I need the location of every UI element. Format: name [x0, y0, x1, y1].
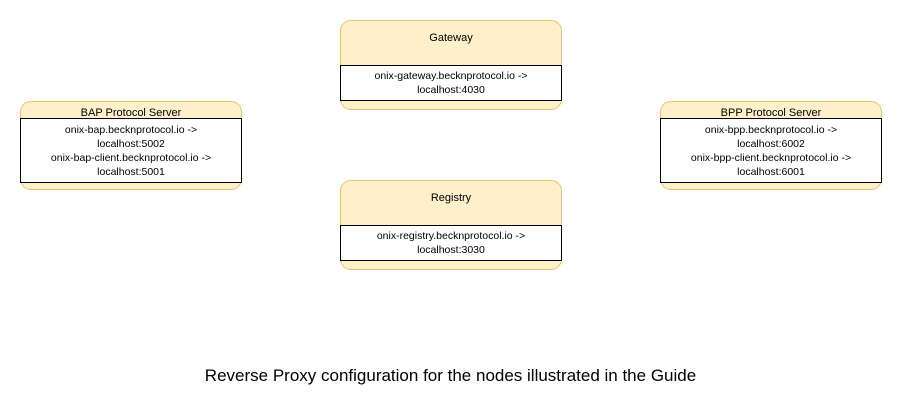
node-bap-protocol-server[interactable]: BAP Protocol Server onix-bap.becknprotoc… [20, 101, 242, 190]
proxy-mapping-target: localhost:3030 [417, 244, 485, 256]
node-gateway-body: onix-gateway.becknprotocol.io -> localho… [340, 65, 562, 101]
proxy-mapping: onix-registry.becknprotocol.io -> localh… [377, 229, 525, 257]
proxy-mapping: onix-bpp.becknprotocol.io -> localhost:6… [705, 123, 837, 151]
proxy-mapping-source: onix-bap.becknprotocol.io -> [64, 123, 198, 136]
node-bpp-body: onix-bpp.becknprotocol.io -> localhost:6… [660, 118, 882, 183]
proxy-mapping-target: localhost:5001 [97, 165, 165, 178]
proxy-mapping: onix-bap-client.becknprotocol.io -> loca… [51, 151, 211, 179]
node-registry-body: onix-registry.becknprotocol.io -> localh… [340, 225, 562, 261]
proxy-mapping: onix-gateway.becknprotocol.io -> localho… [374, 69, 527, 97]
proxy-mapping-target: localhost:5002 [97, 137, 165, 150]
proxy-mapping: onix-bpp-client.becknprotocol.io -> loca… [691, 151, 851, 179]
proxy-mapping-target: localhost:4030 [417, 84, 485, 96]
proxy-mapping-target: localhost:6002 [737, 137, 805, 150]
diagram-caption: Reverse Proxy configuration for the node… [204, 366, 697, 385]
proxy-mapping-source: onix-registry.becknprotocol.io -> [376, 230, 526, 242]
node-bpp-title: BPP Protocol Server [720, 107, 822, 119]
node-registry-title: Registry [430, 192, 472, 204]
node-bpp-protocol-server[interactable]: BPP Protocol Server onix-bpp.becknprotoc… [660, 101, 882, 190]
proxy-mapping: onix-bap.becknprotocol.io -> localhost:5… [65, 123, 197, 151]
proxy-mapping-source: onix-gateway.becknprotocol.io -> [374, 70, 528, 82]
node-gateway[interactable]: Gateway onix-gateway.becknprotocol.io ->… [340, 20, 562, 110]
node-bap-body: onix-bap.becknprotocol.io -> localhost:5… [20, 118, 242, 183]
node-gateway-title: Gateway [429, 32, 473, 44]
node-registry[interactable]: Registry onix-registry.becknprotocol.io … [340, 180, 562, 270]
proxy-mapping-source: onix-bpp.becknprotocol.io -> [704, 123, 838, 136]
proxy-mapping-source: onix-bpp-client.becknprotocol.io -> [690, 151, 852, 164]
node-bap-title: BAP Protocol Server [80, 107, 182, 119]
proxy-mapping-source: onix-bap-client.becknprotocol.io -> [50, 151, 212, 164]
proxy-mapping-target: localhost:6001 [737, 165, 805, 178]
